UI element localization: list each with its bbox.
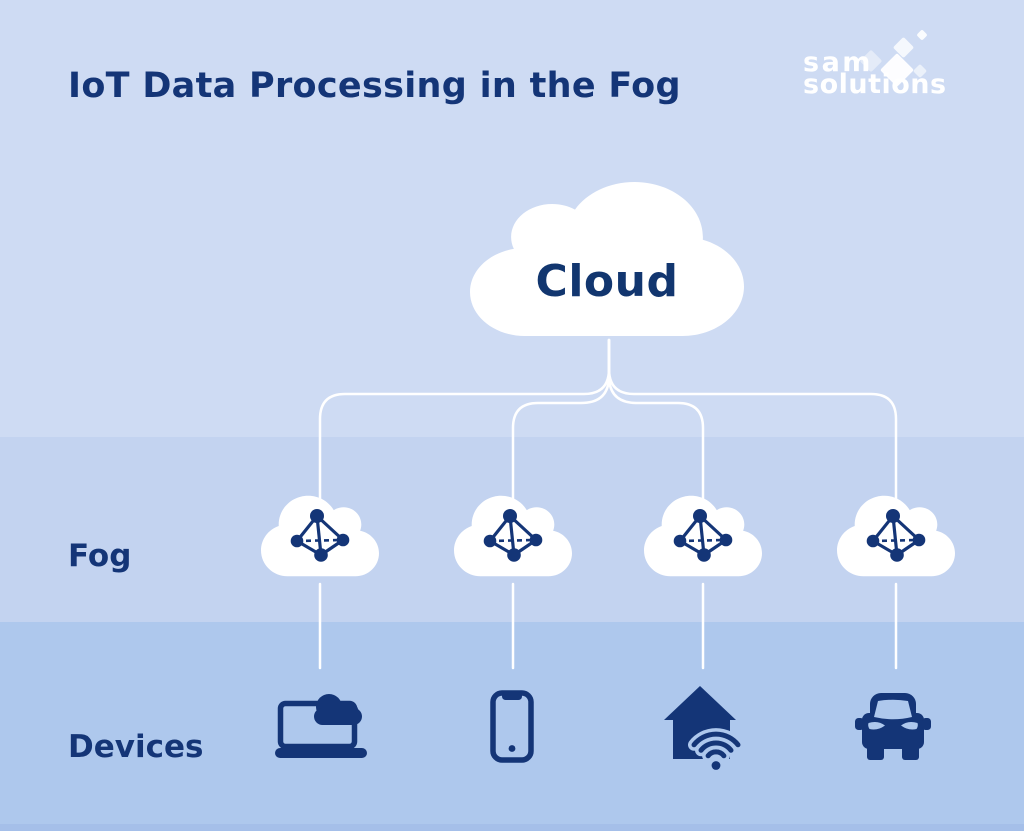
device-car [855,691,931,761]
fog-node [454,490,572,582]
network-graph-icon [483,507,543,563]
fog-node [261,490,379,582]
logo-line1: sam [803,47,873,78]
smart-home-wifi-icon [664,686,744,774]
network-graph-icon [866,507,926,563]
network-graph-icon [673,507,733,563]
background-band-footer [0,824,1024,831]
fog-node [837,490,955,582]
wifi-icon [691,731,741,759]
logo-diamond-icon [916,29,928,41]
background-band-cloud [0,0,1024,437]
cloud-label: Cloud [535,256,679,307]
fog-node [644,490,762,582]
network-graph-icon [290,507,350,563]
smartphone-icon [490,690,534,763]
cloud-node: Cloud [470,171,744,347]
car-icon [855,693,931,760]
devices-row-label: Devices [68,729,204,765]
logo-wordmark: sam solutions [803,47,947,100]
device-laptop [272,687,368,761]
fog-row-label: Fog [68,538,132,574]
logo-line2: solutions [803,68,947,100]
page-title: IoT Data Processing in the Fog [68,66,681,106]
sam-solutions-logo: sam solutions [803,29,973,115]
device-smartphone [490,690,534,763]
device-smart-home [660,684,746,774]
laptop-cloud-icon [275,694,367,758]
